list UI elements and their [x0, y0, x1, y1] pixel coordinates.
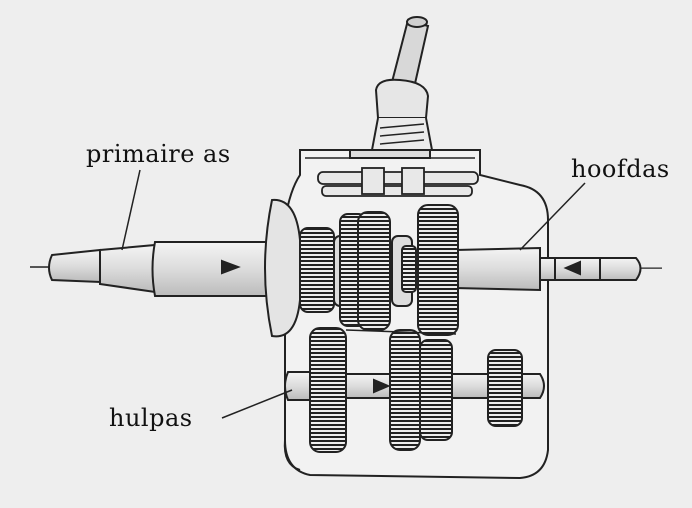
- label-counter-shaft: hulpas: [109, 404, 193, 432]
- counter-shaft-gears: [309, 327, 523, 453]
- label-primary-shaft: primaire as: [86, 140, 231, 168]
- primary-shaft: [48, 241, 301, 297]
- leader-main-shaft: [519, 182, 586, 251]
- main-shaft-gears: [299, 204, 459, 336]
- leader-counter-shaft: [221, 389, 293, 419]
- leader-lines: [121, 169, 586, 419]
- front-bearing: [264, 198, 301, 338]
- label-main-shaft: hoofdas: [571, 155, 670, 183]
- leader-primary-shaft: [121, 169, 141, 251]
- gear-lever: [349, 16, 434, 159]
- selector-rods: [317, 167, 479, 197]
